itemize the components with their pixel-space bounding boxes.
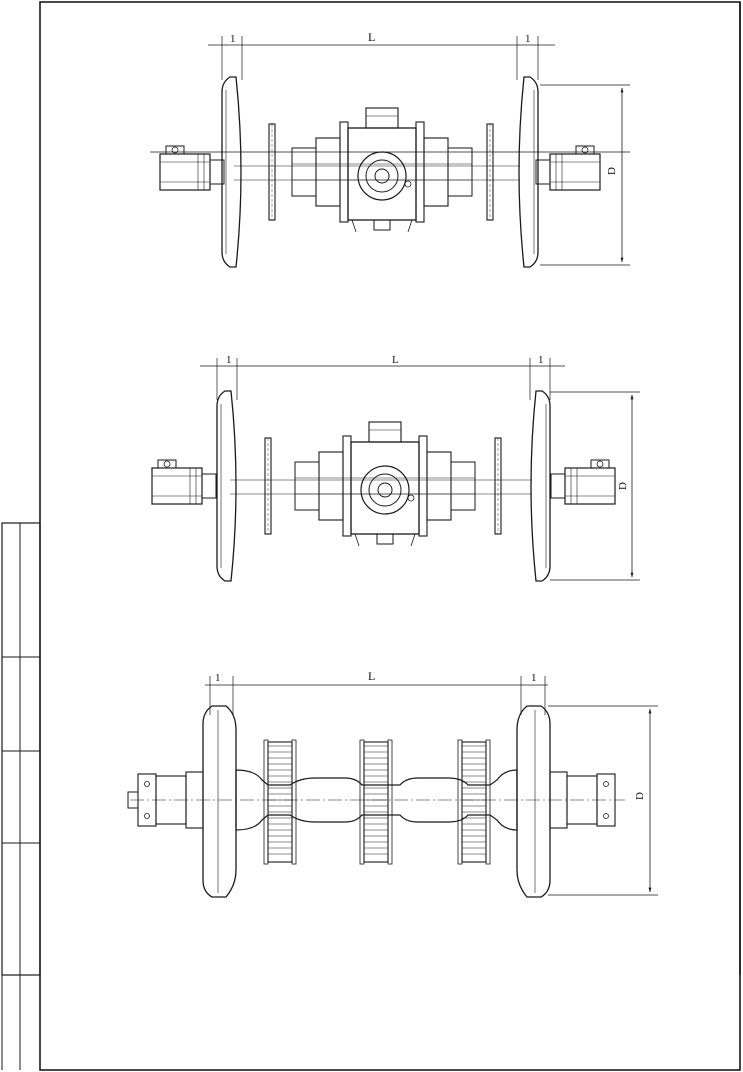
dimension-width: 1 L 1 bbox=[200, 354, 565, 400]
dim-label-diameter: D bbox=[617, 482, 629, 490]
right-sprocket bbox=[457, 739, 491, 865]
right-motor bbox=[535, 145, 601, 191]
dim-label-span: L bbox=[368, 30, 375, 44]
left-motor bbox=[151, 459, 217, 505]
dimension-diameter: D bbox=[548, 705, 658, 896]
dim-label-right-offset: 1 bbox=[538, 354, 544, 366]
dim-label-left-offset: 1 bbox=[215, 672, 221, 684]
right-wheel bbox=[518, 76, 539, 268]
dim-label-left-offset: 1 bbox=[226, 354, 232, 366]
axle-view-2: 1 L 1 D bbox=[151, 354, 640, 582]
left-sprocket bbox=[263, 739, 297, 865]
dimension-diameter: D bbox=[540, 84, 630, 266]
dimension-width: 1 L 1 bbox=[208, 30, 555, 80]
gearbox bbox=[291, 107, 473, 233]
center-sprocket bbox=[359, 739, 393, 865]
dim-label-span: L bbox=[392, 354, 399, 366]
axle-view-1: 1 L 1 D bbox=[150, 30, 630, 268]
dim-label-right-offset: 1 bbox=[531, 672, 537, 684]
right-motor bbox=[550, 459, 616, 505]
right-wheel bbox=[516, 705, 551, 898]
dimension-width: 1 L 1 bbox=[205, 669, 548, 715]
left-wheel bbox=[202, 705, 237, 898]
left-wheel bbox=[221, 76, 242, 268]
dim-label-left-offset: 1 bbox=[230, 33, 236, 45]
right-wheel bbox=[530, 390, 551, 582]
dimension-diameter: D bbox=[550, 391, 640, 581]
axle-body bbox=[235, 769, 518, 831]
dim-label-span: L bbox=[368, 669, 375, 683]
axle-view-3: 1 L 1 D bbox=[127, 669, 658, 898]
right-brake-disk bbox=[486, 123, 494, 221]
right-bearing-housing bbox=[549, 771, 616, 829]
gearbox bbox=[294, 421, 476, 547]
dim-label-diameter: D bbox=[606, 167, 618, 175]
left-brake-disk bbox=[264, 437, 272, 535]
left-revision-block bbox=[1, 522, 41, 1070]
dim-label-right-offset: 1 bbox=[525, 33, 531, 45]
left-wheel bbox=[216, 390, 237, 582]
left-brake-disk bbox=[268, 123, 276, 221]
left-bearing-housing bbox=[127, 771, 204, 829]
right-brake-disk bbox=[494, 437, 502, 535]
left-motor bbox=[159, 145, 225, 191]
dim-label-diameter: D bbox=[634, 792, 646, 800]
